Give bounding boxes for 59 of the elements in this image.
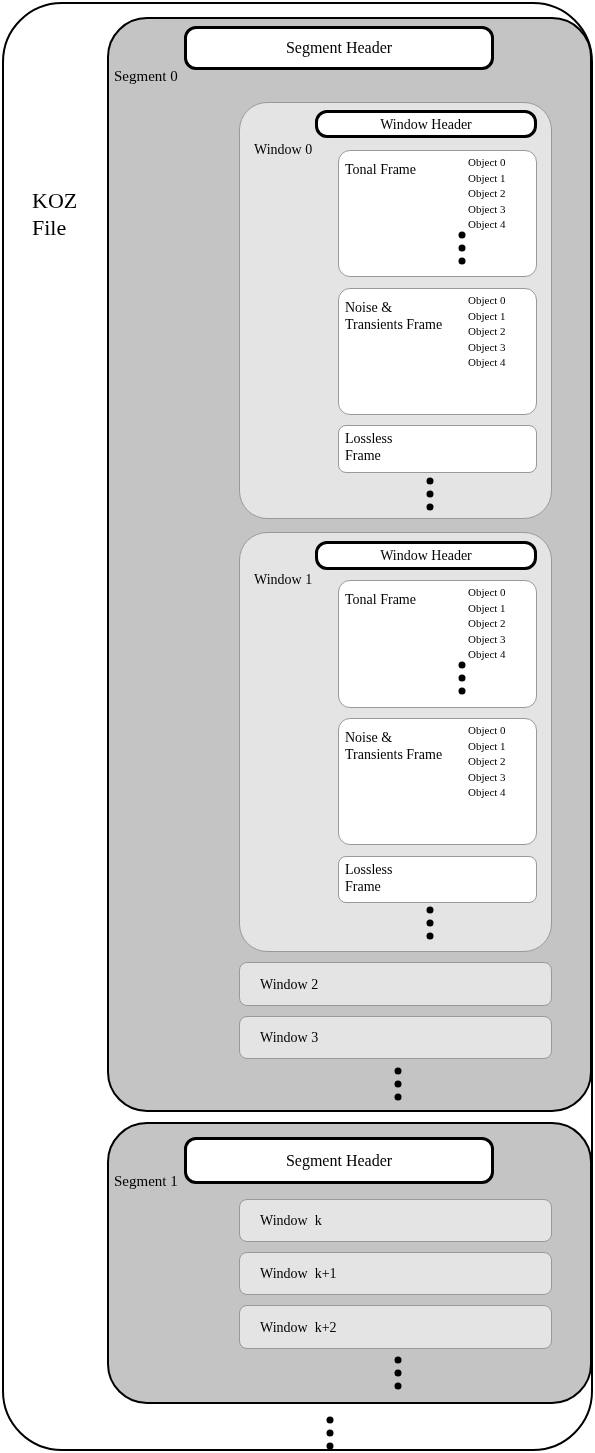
header-box bbox=[315, 110, 537, 138]
header-box bbox=[184, 26, 494, 70]
object-label: Object 4 bbox=[468, 355, 506, 370]
frame-box bbox=[338, 718, 537, 845]
object-label: Object 1 bbox=[468, 600, 506, 616]
window-label: Window k+1 bbox=[260, 1265, 337, 1283]
object-label: Object 0 bbox=[468, 585, 506, 600]
header-label: Segment Header bbox=[285, 1150, 393, 1172]
object-label: Object 2 bbox=[468, 616, 506, 631]
object-label: Object 2 bbox=[468, 186, 506, 201]
object-label: Object 2 bbox=[468, 324, 506, 339]
frame-box bbox=[338, 580, 537, 708]
window-bar bbox=[239, 1305, 552, 1349]
segment-panel bbox=[107, 1122, 592, 1404]
window-label: Window k bbox=[260, 1212, 322, 1230]
object-label: Object 2 bbox=[468, 754, 506, 769]
segment-label: Segment 1 bbox=[114, 1172, 178, 1191]
object-label: Object 3 bbox=[468, 769, 506, 785]
frame-label: Tonal Frame bbox=[345, 161, 417, 178]
frame-label: Tonal Frame bbox=[345, 591, 417, 608]
frame-label: Noise & Transients Frame bbox=[345, 729, 444, 763]
object-label: Object 1 bbox=[468, 308, 506, 324]
frame-label: Lossless Frame bbox=[345, 861, 394, 895]
window-label: Window 0 bbox=[254, 141, 313, 159]
object-label: Object 1 bbox=[468, 738, 506, 754]
window-panel bbox=[239, 102, 552, 519]
window-label: Window 3 bbox=[260, 1029, 319, 1047]
header-box bbox=[315, 541, 537, 570]
frame-box bbox=[338, 425, 537, 473]
object-label: Object 3 bbox=[468, 631, 506, 647]
header-box bbox=[184, 1137, 494, 1184]
object-label: Object 0 bbox=[468, 723, 506, 738]
object-label: Object 1 bbox=[468, 170, 506, 186]
file-label: KOZ File bbox=[32, 187, 79, 241]
window-bar bbox=[239, 1252, 552, 1295]
segment-panel bbox=[107, 17, 592, 1112]
segment-label: Segment 0 bbox=[114, 67, 178, 86]
object-label: Object 0 bbox=[468, 155, 506, 170]
window-bar bbox=[239, 1199, 552, 1242]
window-label: Window k+2 bbox=[260, 1318, 337, 1337]
window-panel bbox=[239, 532, 552, 952]
object-label: Object 3 bbox=[468, 339, 506, 355]
frame-box bbox=[338, 150, 537, 277]
object-label: Object 3 bbox=[468, 201, 506, 217]
object-label: Object 0 bbox=[468, 293, 506, 308]
header-label: Segment Header bbox=[285, 38, 393, 59]
object-label: Object 4 bbox=[468, 785, 506, 800]
window-label: Window 1 bbox=[254, 571, 313, 589]
window-bar bbox=[239, 962, 552, 1006]
object-label: Object 4 bbox=[468, 647, 506, 662]
frame-label: Noise & Transients Frame bbox=[345, 299, 444, 333]
frame-box bbox=[338, 288, 537, 415]
header-label: Window Header bbox=[380, 115, 472, 134]
window-label: Window 2 bbox=[260, 975, 319, 994]
header-label: Window Header bbox=[380, 547, 472, 565]
object-label: Object 4 bbox=[468, 217, 506, 232]
window-bar bbox=[239, 1016, 552, 1059]
frame-label: Lossless Frame bbox=[345, 430, 394, 464]
frame-box bbox=[338, 856, 537, 903]
